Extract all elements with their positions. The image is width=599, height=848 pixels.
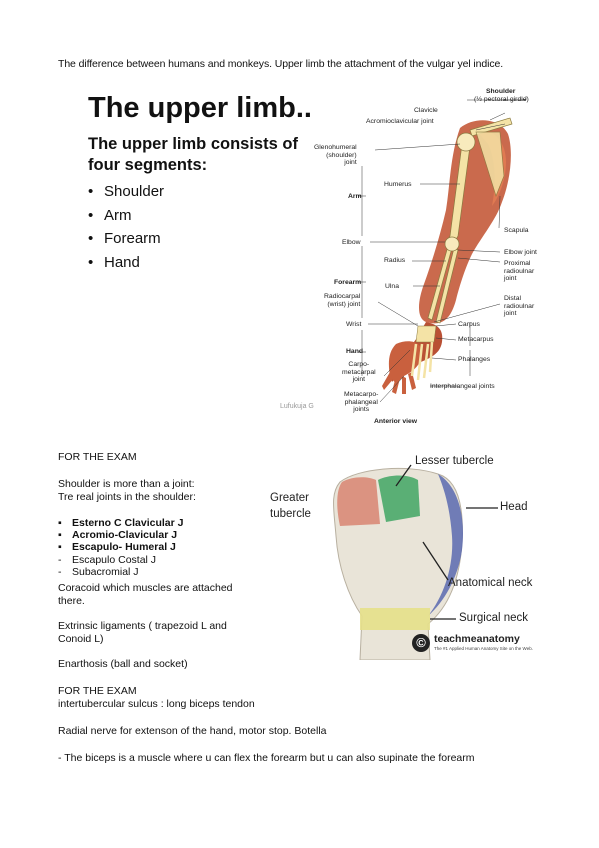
slide-subtitle: The upper limb consists of four segments… (88, 134, 298, 176)
label-anterior-view: Anterior view (374, 418, 418, 425)
segment-item: •Forearm (88, 230, 161, 248)
joint-list: ▪Esterno C Clavicular J ▪Acromio-Clavicu… (58, 517, 183, 578)
label-forearm: Forearm (334, 279, 362, 286)
label-clavicle: Clavicle (414, 107, 438, 114)
label-humerus: Humerus (384, 181, 412, 188)
label-carpus: Carpus (458, 321, 480, 328)
segment-item: •Shoulder (88, 183, 165, 201)
label-glenohumeral: Glenohumeral(shoulder)joint (314, 144, 357, 166)
exam-heading-1: FOR THE EXAM (58, 451, 137, 463)
intertubercular-note: intertubercular sulcus : long biceps ten… (58, 698, 255, 710)
arm-illustration (358, 96, 527, 403)
real-joints-note: Tre real joints in the shoulder: (58, 491, 196, 503)
shoulder-joint-note: Shoulder is more than a joint: (58, 478, 195, 490)
joint-item: ▪Escapulo- Humeral J (58, 541, 176, 554)
brand-name: teachmeanatomy (434, 633, 520, 645)
intro-line: The difference between humans and monkey… (58, 58, 504, 70)
slide-title: The upper limb.. (88, 92, 312, 124)
label-arm: Arm (348, 193, 362, 200)
anatomical-neck-label: Anatomical neck (448, 577, 533, 589)
enarthosis-note: Enarthosis (ball and socket) (58, 658, 188, 670)
slide-subtitle-line1: The upper limb consists of (88, 135, 298, 153)
label-metacarpus: Metacarpus (458, 336, 494, 343)
joint-item: ▪Esterno C Clavicular J (58, 517, 184, 530)
segment-item: •Arm (88, 206, 132, 224)
copyright-icon: © (412, 634, 430, 652)
label-elbow-joint: Elbow joint (504, 249, 537, 256)
segment-list: •Shoulder •Arm •Forearm •Hand (88, 180, 164, 274)
label-interphalangeal: Interphalangeal joints (430, 383, 495, 390)
label-girdle: (½ pectoral girdle) (474, 96, 529, 103)
label-radiocarpal: Radiocarpal(wrist) joint (324, 293, 361, 308)
label-phalanges: Phalanges (458, 356, 491, 363)
label-radius: Radius (384, 257, 406, 264)
joint-item: ▪Acromio-Clavicular J (58, 529, 178, 542)
upper-limb-slide: The upper limb.. The upper limb consists… (84, 86, 546, 432)
label-elbow: Elbow (342, 239, 361, 246)
exam-heading-2: FOR THE EXAM (58, 685, 137, 697)
head-label: Head (500, 501, 528, 513)
brand-tagline: The #1 Applied Human Anatomy Site on the… (434, 646, 533, 651)
slide-subtitle-line2: four segments: (88, 156, 208, 174)
biceps-note: - The biceps is a muscle where u can fle… (58, 752, 475, 764)
lesser-tubercle-label: Lesser tubercle (415, 455, 494, 467)
radial-nerve-note: Radial nerve for extenson of the hand, m… (58, 725, 327, 737)
label-hand: Hand (346, 348, 363, 355)
joint-item: -Subacromial J (58, 565, 139, 578)
slide-credit: Lufukuja G (280, 403, 314, 410)
label-scapula: Scapula (504, 227, 529, 234)
segment-item: •Hand (88, 253, 140, 271)
humerus-illustration (333, 464, 498, 660)
label-shoulder: Shoulder (486, 88, 516, 95)
label-wrist: Wrist (346, 321, 362, 328)
label-ulna: Ulna (385, 283, 399, 290)
surgical-neck-label: Surgical neck (459, 612, 529, 624)
label-acromioclavicular: Acromioclavicular joint (366, 118, 434, 125)
joint-item: -Escapulo Costal J (58, 553, 157, 566)
